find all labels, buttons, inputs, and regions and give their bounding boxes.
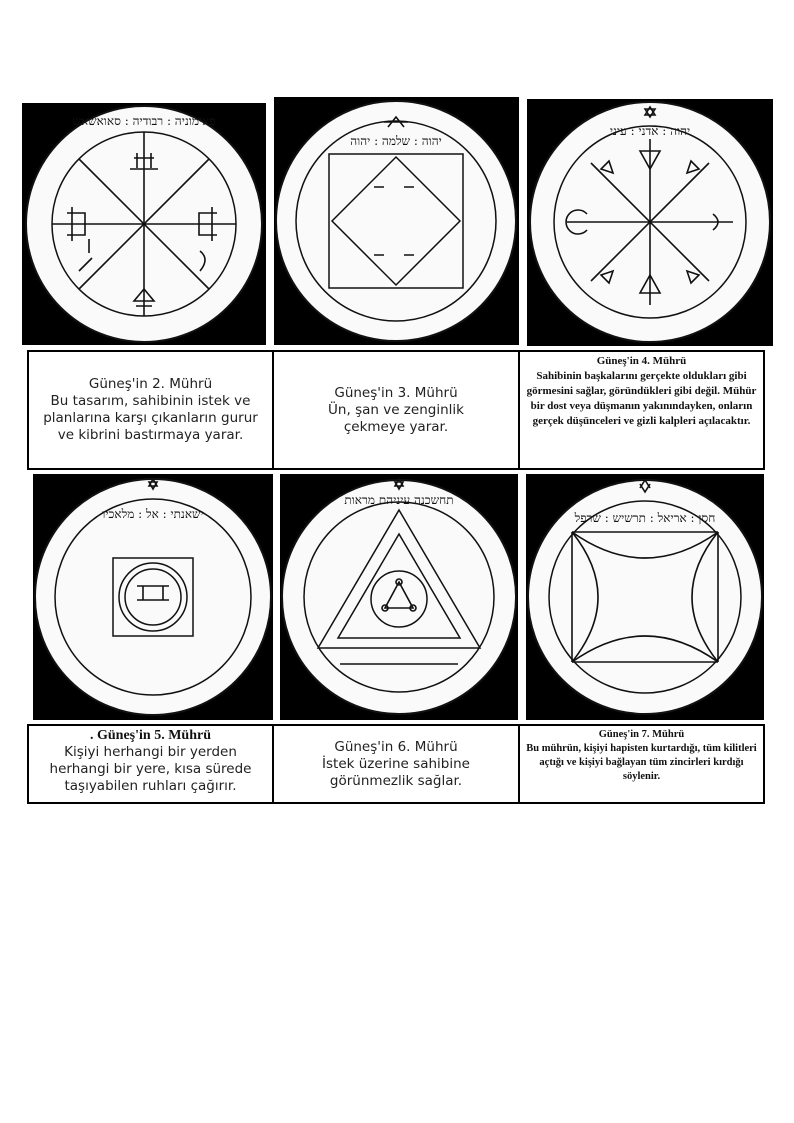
- seal-rim-text: יהוה : אדני : עיני: [610, 124, 690, 138]
- caption-sun-3: Güneş'in 3. Mührü Ün, şan ve zenginlik ç…: [274, 352, 520, 468]
- pentacle-sun-6-icon: תחשכנה עיניהם מראות: [281, 477, 517, 715]
- seal-image-sun-2: פאימוניה : רבודיה : סאואשאש: [22, 103, 266, 345]
- caption-description: Kişiyi herhangi bir yerden herhangi bir …: [49, 744, 252, 794]
- pentacle-sun-4-icon: יהוה : אדני : עיני: [529, 101, 771, 343]
- caption-description: Ün, şan ve zenginlik çekmeye yarar.: [328, 401, 464, 435]
- caption-sun-5: . Güneş'in 5. Mührü Kişiyi herhangi bir …: [29, 726, 274, 802]
- caption-title: Güneş'in 7. Mührü: [598, 729, 685, 740]
- pentacle-sun-2-icon: פאימוניה : רבודיה : סאואשאש: [25, 105, 263, 343]
- caption-description: İstek üzerine sahibine görünmezlik sağla…: [322, 755, 470, 789]
- seal-image-sun-3: יהוה : שלמה : יהוה: [274, 97, 519, 345]
- caption-description: Bu tasarım, sahibinin istek ve planların…: [43, 393, 258, 443]
- caption-row-2: . Güneş'in 5. Mührü Kişiyi herhangi bir …: [27, 724, 765, 804]
- seal-rim-text: יהוה : שלמה : יהוה: [350, 134, 442, 148]
- seal-image-sun-4: יהוה : אדני : עיני: [527, 99, 773, 346]
- seal-rim-text: חסן : אריאל : תרשיש : שרפל: [574, 511, 716, 525]
- seal-image-sun-6: תחשכנה עיניהם מראות: [280, 474, 518, 720]
- caption-title: . Güneş'in 5. Mührü: [90, 728, 211, 743]
- seal-rim-text: תחשכנה עיניהם מראות: [344, 493, 453, 507]
- pentacle-sun-7-icon: חסן : אריאל : תרשיש : שרפל: [527, 478, 763, 715]
- seal-rim-text: ישאנתי : אל : מלאכיו: [102, 507, 203, 521]
- caption-description: Sahibinin başkalarını gerçekte oldukları…: [526, 370, 757, 427]
- caption-title: Güneş'in 3. Mührü: [334, 384, 458, 401]
- caption-sun-2: Güneş'in 2. Mührü Bu tasarım, sahibinin …: [29, 352, 274, 468]
- caption-title: Güneş'in 4. Mührü: [596, 355, 687, 367]
- seal-rim-text: פאימוניה : רבודיה : סאואשאש: [72, 114, 215, 128]
- caption-sun-4: Güneş'in 4. Mührü Sahibinin başkalarını …: [520, 352, 763, 468]
- caption-sun-6: Güneş'in 6. Mührü İstek üzerine sahibine…: [274, 726, 520, 802]
- caption-sun-7: Güneş'in 7. Mührü Bu mührün, kişiyi hapi…: [520, 726, 763, 802]
- seal-image-sun-7: חסן : אריאל : תרשיש : שרפל: [526, 474, 764, 720]
- caption-row-1: Güneş'in 2. Mührü Bu tasarım, sahibinin …: [27, 350, 765, 470]
- caption-title: Güneş'in 6. Mührü: [334, 738, 458, 755]
- seal-image-sun-5: ישאנתי : אל : מלאכיו: [33, 474, 273, 720]
- pentacle-sun-3-icon: יהוה : שלמה : יהוה: [275, 100, 517, 342]
- caption-title: Güneş'in 2. Mührü: [88, 376, 213, 392]
- caption-description: Bu mührün, kişiyi hapisten kurtardığı, t…: [526, 743, 757, 782]
- pentacle-sun-5-icon: ישאנתי : אל : מלאכיו: [34, 477, 272, 716]
